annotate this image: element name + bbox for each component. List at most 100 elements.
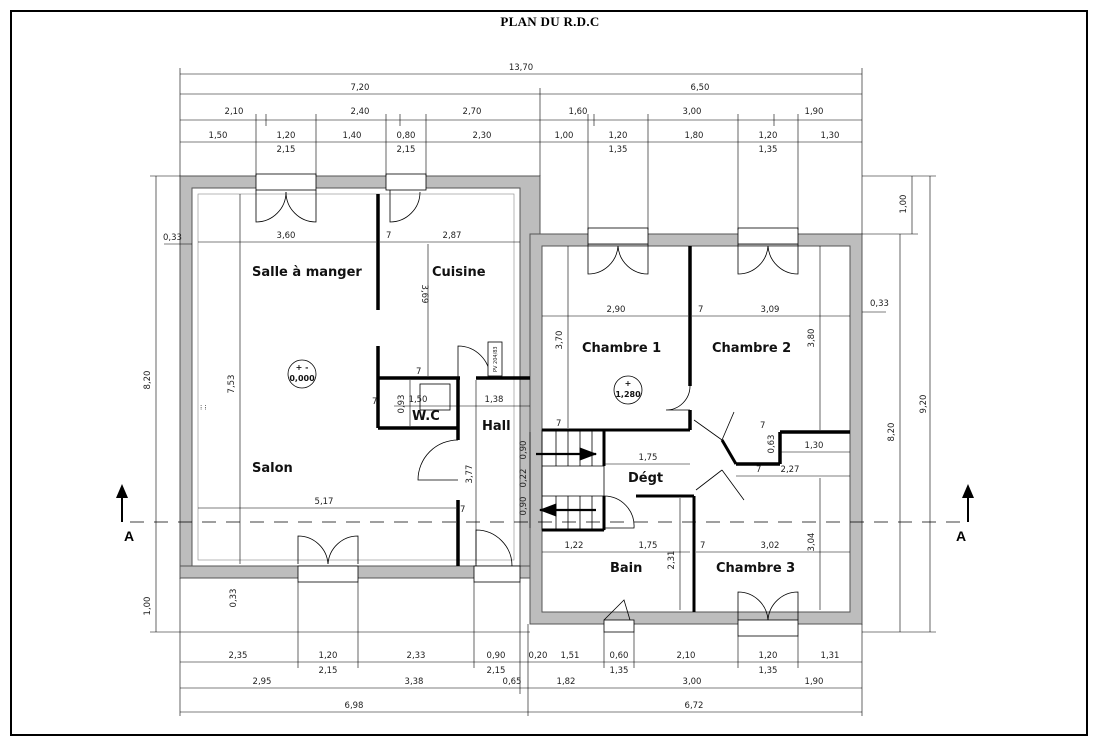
dim-bottom-r1: 2,10 xyxy=(677,651,696,661)
dim-wc-h: 0,93 xyxy=(397,395,407,414)
dim-top-r2: 2,10 xyxy=(225,107,244,117)
dim-right-outer: 9,20 xyxy=(919,395,929,414)
dim-wall-thin: 7 xyxy=(756,465,761,475)
dimension-lines xyxy=(150,68,936,716)
dim-bottom-r3: 6,98 xyxy=(345,701,364,711)
dim-ch1-depth: 3,70 xyxy=(555,331,565,350)
dim-bottom-r1: 0,60 xyxy=(610,651,629,661)
dim-left-outer: 8,20 xyxy=(143,371,153,390)
stairs xyxy=(536,429,605,531)
room-bain: Bain xyxy=(610,561,642,576)
dim-salle-width: 3,60 xyxy=(277,231,296,241)
dim-top-r2: 2,70 xyxy=(463,107,482,117)
dim-top-r2: 3,00 xyxy=(683,107,702,117)
dim-bottom-r1: 0,20 xyxy=(529,651,548,661)
dim-top-r3: 1,50 xyxy=(209,131,228,141)
dim-top-opening: 2,15 xyxy=(397,145,416,155)
dim-top-opening: 2,15 xyxy=(277,145,296,155)
dim-left-bottom: 1,00 xyxy=(143,597,153,616)
dim-top-r3: 1,20 xyxy=(759,131,778,141)
room-chambre-3: Chambre 3 xyxy=(716,561,795,576)
dim-bottom-r1: 1,20 xyxy=(759,651,778,661)
dim-ch2-width: 3,09 xyxy=(761,305,780,315)
dim-top-r3: 1,00 xyxy=(555,131,574,141)
dim-top-r2: 1,90 xyxy=(805,107,824,117)
dim-top-r3: 2,30 xyxy=(473,131,492,141)
section-marker-left: A xyxy=(124,528,134,544)
dim-bottom-opening: 2,15 xyxy=(487,666,506,676)
dim-wall-thin: 7 xyxy=(416,367,421,377)
room-hall: Hall xyxy=(482,419,511,434)
dim-ch3-width: 3,02 xyxy=(761,541,780,551)
dim-cuisine-depth: 3,69 xyxy=(419,285,429,304)
dim-left-wall: 0,33 xyxy=(163,233,182,243)
dim-right-inner: 8,20 xyxy=(887,423,897,442)
level-right: 1,280 xyxy=(615,390,641,399)
dim-left-wall-bottom: 0,33 xyxy=(229,589,239,608)
dim-top-r3: 1,20 xyxy=(609,131,628,141)
dim-right-top: 1,00 xyxy=(899,195,909,214)
dim-right-wall: 0,33 xyxy=(870,299,889,309)
room-chambre-2: Chambre 2 xyxy=(712,341,791,356)
dim-bain-depth: 2,31 xyxy=(667,551,677,570)
dim-ch1-width: 2,90 xyxy=(607,305,626,315)
dim-wall-thin: 7 xyxy=(372,397,377,407)
dim-bottom-r2: 3,38 xyxy=(405,677,424,687)
dim-top-r1: 7,20 xyxy=(351,83,370,93)
dim-degt-w: 1,75 xyxy=(639,453,658,463)
dim-top-r3: 1,20 xyxy=(277,131,296,141)
dim-ch3-depth: 3,04 xyxy=(807,533,817,552)
dim-hall-w: 1,38 xyxy=(485,395,504,405)
dimension-labels: 13,70 7,20 6,50 2,10 2,40 2,70 1,60 3,00… xyxy=(143,63,929,711)
dim-stair-b: 0,22 xyxy=(519,469,529,488)
wall-mark: ⁝ ⁝ xyxy=(200,404,207,412)
dim-bottom-r2: 1,82 xyxy=(557,677,576,687)
dim-bottom-opening: 1,35 xyxy=(759,666,778,676)
dim-salon-width: 5,17 xyxy=(315,497,334,507)
wc-fixture xyxy=(419,383,451,411)
level-left: 0,000 xyxy=(289,374,315,383)
dim-bottom-r2: 2,95 xyxy=(253,677,272,687)
dim-ch2-depth: 3,80 xyxy=(807,329,817,348)
dim-bottom-r1: 1,51 xyxy=(561,651,580,661)
pv-box xyxy=(487,341,503,377)
dim-wall-thin: 7 xyxy=(700,541,705,551)
dim-bottom-r3: 6,72 xyxy=(685,701,704,711)
dim-bottom-r1: 0,90 xyxy=(487,651,506,661)
room-degt: Dégt xyxy=(628,471,663,486)
dim-bottom-r2: 0,65 xyxy=(503,677,522,687)
dim-bottom-r2: 3,00 xyxy=(683,677,702,687)
section-line: A A xyxy=(116,484,974,544)
dim-bottom-opening: 2,15 xyxy=(319,666,338,676)
dim-bottom-r1: 1,20 xyxy=(319,651,338,661)
dim-stair-a: 0,90 xyxy=(519,441,529,460)
dim-salon-depth: 7,53 xyxy=(227,375,237,394)
room-chambre-1: Chambre 1 xyxy=(582,341,661,356)
dim-wall-thin: 7 xyxy=(556,419,561,429)
room-cuisine: Cuisine xyxy=(432,265,486,280)
dim-top-r2: 1,60 xyxy=(569,107,588,117)
dim-wall-thin: 7 xyxy=(460,505,465,515)
dim-niche-h: 0,63 xyxy=(767,435,777,454)
dim-top-r3: 1,40 xyxy=(343,131,362,141)
dim-overall: 13,70 xyxy=(509,63,533,73)
door-swings xyxy=(255,190,799,621)
level-right-sign: + xyxy=(625,379,632,388)
dim-wall-thin: 7 xyxy=(698,305,703,315)
level-left-sign: + - xyxy=(296,363,309,372)
dim-top-r1: 6,50 xyxy=(691,83,710,93)
dim-top-opening: 1,35 xyxy=(609,145,628,155)
dim-bottom-r2: 1,90 xyxy=(805,677,824,687)
plan-title: PLAN DU R.D.C xyxy=(500,14,600,29)
dim-bottom-opening: 1,35 xyxy=(610,666,629,676)
dim-bottom-r1: 1,31 xyxy=(821,651,840,661)
dim-top-r3: 1,30 xyxy=(821,131,840,141)
dim-hall-depth: 3,77 xyxy=(465,465,475,484)
dim-cuisine-width: 2,87 xyxy=(443,231,462,241)
pv-label: PV 204/83 xyxy=(493,346,499,372)
room-labels: Salle à manger Cuisine Salon W.C Hall Ch… xyxy=(252,265,795,576)
dim-top-r3: 1,80 xyxy=(685,131,704,141)
level-markers: + - 0,000 + 1,280 xyxy=(287,359,643,405)
dim-bottom-r1: 2,33 xyxy=(407,651,426,661)
